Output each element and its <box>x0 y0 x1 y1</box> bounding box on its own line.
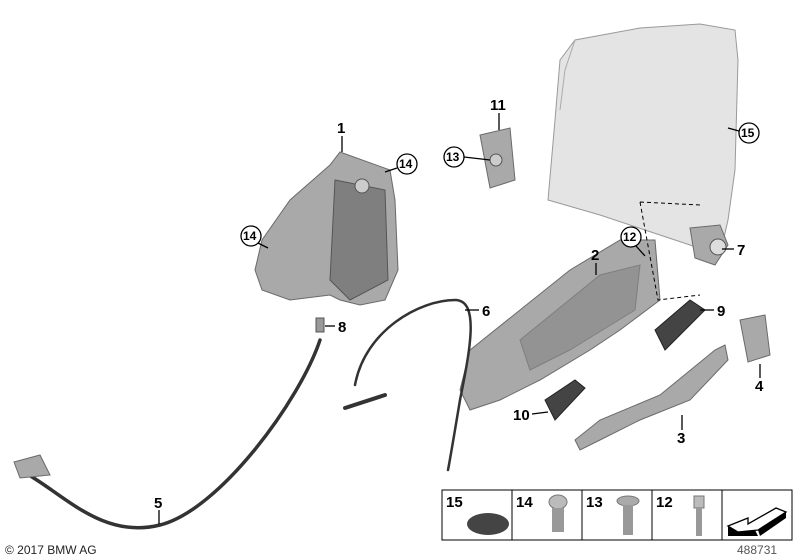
callout-6: 6 <box>465 303 490 320</box>
fastener-legend: 15 14 13 12 <box>441 489 793 541</box>
svg-text:14: 14 <box>243 229 257 243</box>
svg-text:15: 15 <box>741 126 755 140</box>
callout-10: 10 <box>513 407 549 424</box>
svg-text:2: 2 <box>591 247 599 264</box>
callout-8: 8 <box>325 319 346 336</box>
copyright: © 2017 BMW AG <box>5 543 97 557</box>
cable-5 <box>18 338 322 530</box>
lock-cylinder <box>689 224 729 266</box>
cover-cap <box>739 314 771 363</box>
svg-text:11: 11 <box>490 97 506 114</box>
diagram-id: 488731 <box>737 543 777 557</box>
callout-1: 1 <box>337 120 345 152</box>
callout-3: 3 <box>677 415 685 447</box>
svg-text:13: 13 <box>446 150 460 164</box>
door-panel <box>547 23 739 256</box>
callout-14b: 14 <box>240 225 269 249</box>
svg-text:12: 12 <box>656 494 673 511</box>
handle-gasket <box>544 379 586 421</box>
callout-15: 15 <box>727 122 760 144</box>
callout-2: 2 <box>591 247 599 275</box>
svg-text:6: 6 <box>482 303 490 320</box>
svg-text:1: 1 <box>337 120 345 137</box>
callout-5: 5 <box>154 495 162 524</box>
svg-text:15: 15 <box>446 494 463 511</box>
svg-text:12: 12 <box>623 230 637 244</box>
gasket <box>654 299 706 351</box>
callout-13: 13 <box>443 146 491 168</box>
callout-9: 9 <box>700 303 725 320</box>
svg-text:14: 14 <box>516 494 533 511</box>
outer-handle <box>574 344 729 451</box>
legend-item-13: 13 <box>586 494 640 535</box>
legend-item-14: 14 <box>516 494 568 532</box>
legend-item-15: 15 <box>446 494 509 535</box>
svg-text:13: 13 <box>586 494 603 511</box>
callout-11: 11 <box>490 97 506 130</box>
svg-text:9: 9 <box>717 303 725 320</box>
svg-text:4: 4 <box>755 378 764 395</box>
svg-text:3: 3 <box>677 430 685 447</box>
svg-text:14: 14 <box>399 157 413 171</box>
cap-icon <box>467 513 509 535</box>
arrow-icon <box>726 507 788 536</box>
svg-text:7: 7 <box>737 242 745 259</box>
callout-7: 7 <box>722 242 745 259</box>
striker <box>479 127 516 189</box>
door-lock <box>254 151 399 306</box>
callout-14a: 14 <box>384 153 418 175</box>
svg-text:5: 5 <box>154 495 162 512</box>
callout-12: 12 <box>620 226 646 257</box>
bolt-icon <box>693 495 705 536</box>
screw-icon <box>548 494 568 532</box>
legend-item-12: 12 <box>656 494 705 536</box>
countersunk-screw-icon <box>616 495 640 535</box>
callout-4: 4 <box>755 364 764 395</box>
handle-carrier <box>459 239 661 411</box>
cable-6 <box>353 298 472 472</box>
svg-text:8: 8 <box>338 319 346 336</box>
svg-text:10: 10 <box>513 407 530 424</box>
